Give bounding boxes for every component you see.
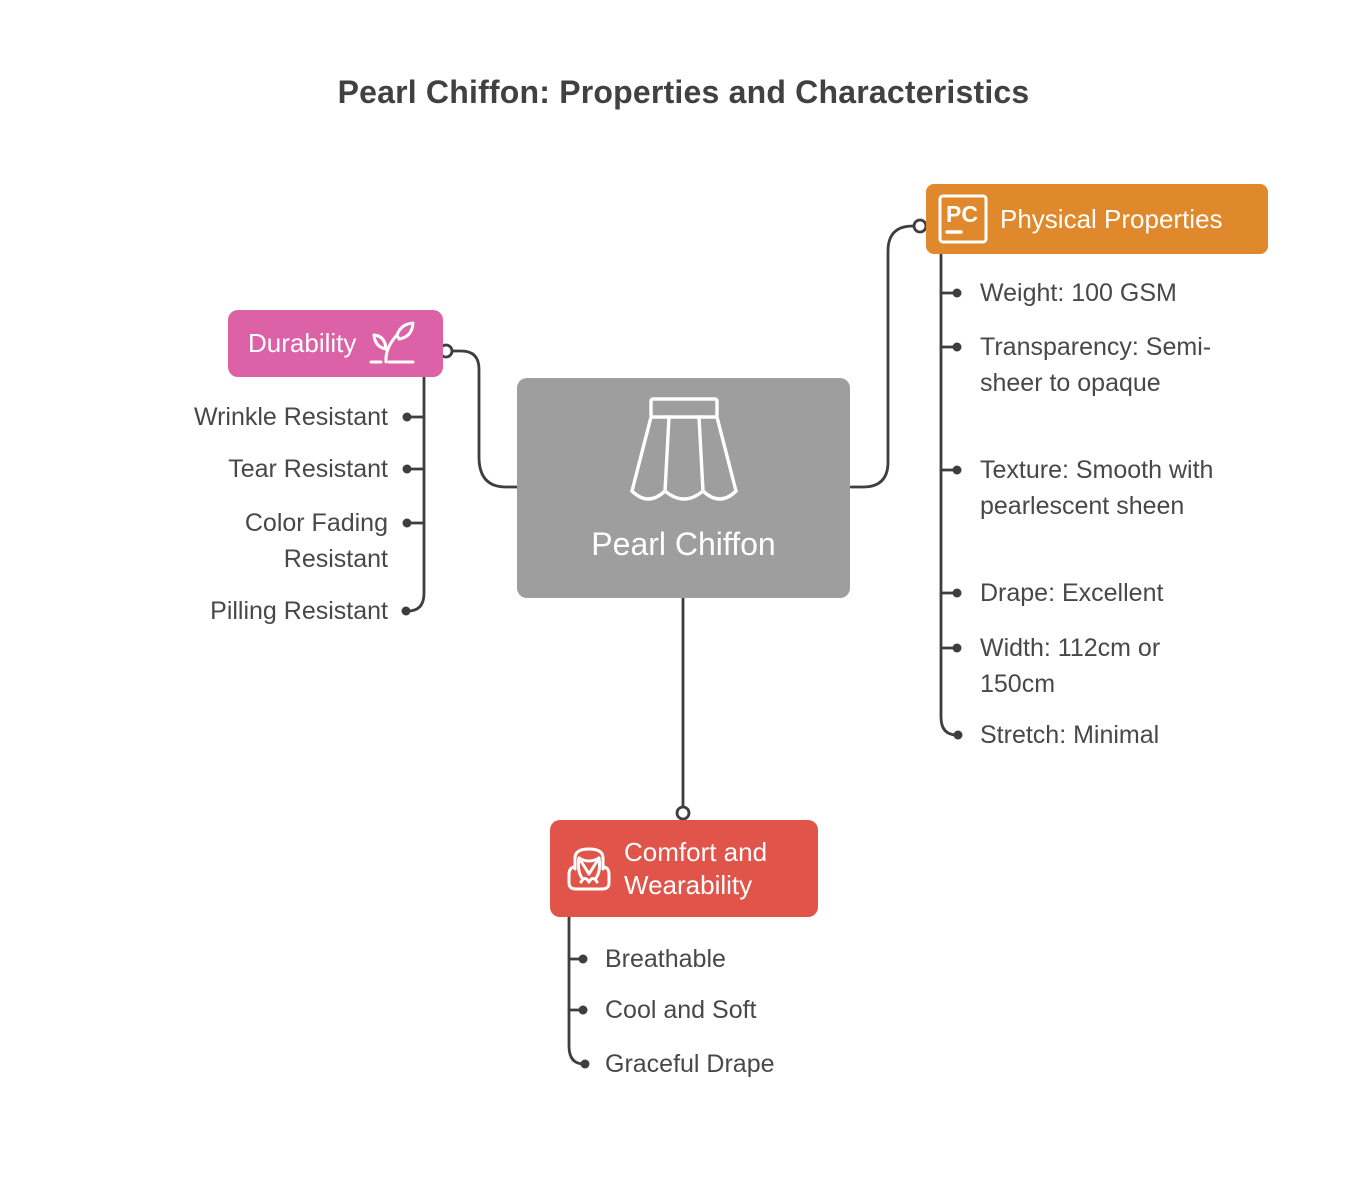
list-item-color-fading-resistant: Color Fading Resistant xyxy=(244,509,388,573)
list-item-texture: Texture: Smooth with pearlescent sheen xyxy=(980,456,1214,520)
list-item-tear-resistant: Tear Resistant xyxy=(228,455,388,483)
list-item-drape: Drape: Excellent xyxy=(980,579,1164,607)
armchair-icon xyxy=(567,847,611,890)
physical-properties-label: Physical Properties xyxy=(1000,203,1223,234)
list-item-graceful-drape: Graceful Drape xyxy=(605,1050,775,1078)
list-item-breathable: Breathable xyxy=(605,945,726,973)
center-node-label: Pearl Chiffon xyxy=(591,526,776,562)
list-item-wrinkle-resistant: Wrinkle Resistant xyxy=(193,403,388,431)
comfort-wearability-label: Comfort and Wearability xyxy=(624,836,768,900)
pc-badge-icon: PC xyxy=(938,194,988,244)
list-item-width: Width: 112cm or 150cm xyxy=(980,634,1161,698)
node-durability[interactable]: Durability xyxy=(228,310,443,377)
list-item-weight: Weight: 100 GSM xyxy=(980,279,1177,307)
node-pearl-chiffon[interactable]: Pearl Chiffon xyxy=(517,378,850,598)
list-item-pilling-resistant: Pilling Resistant xyxy=(210,597,388,625)
node-physical-properties[interactable]: PC Physical Properties xyxy=(926,184,1268,254)
svg-text:PC: PC xyxy=(946,201,978,227)
durability-label: Durability xyxy=(248,328,357,358)
diagram-title: Pearl Chiffon: Properties and Characteri… xyxy=(337,74,1030,110)
list-item-transparency: Transparency: Semi-sheer to opaque xyxy=(980,333,1212,397)
seedling-icon xyxy=(369,321,415,363)
list-item-stretch: Stretch: Minimal xyxy=(980,721,1160,749)
skirt-icon xyxy=(629,397,738,501)
list-item-cool-and-soft: Cool and Soft xyxy=(605,996,757,1024)
node-comfort-wearability[interactable]: Comfort and Wearability xyxy=(550,820,818,917)
